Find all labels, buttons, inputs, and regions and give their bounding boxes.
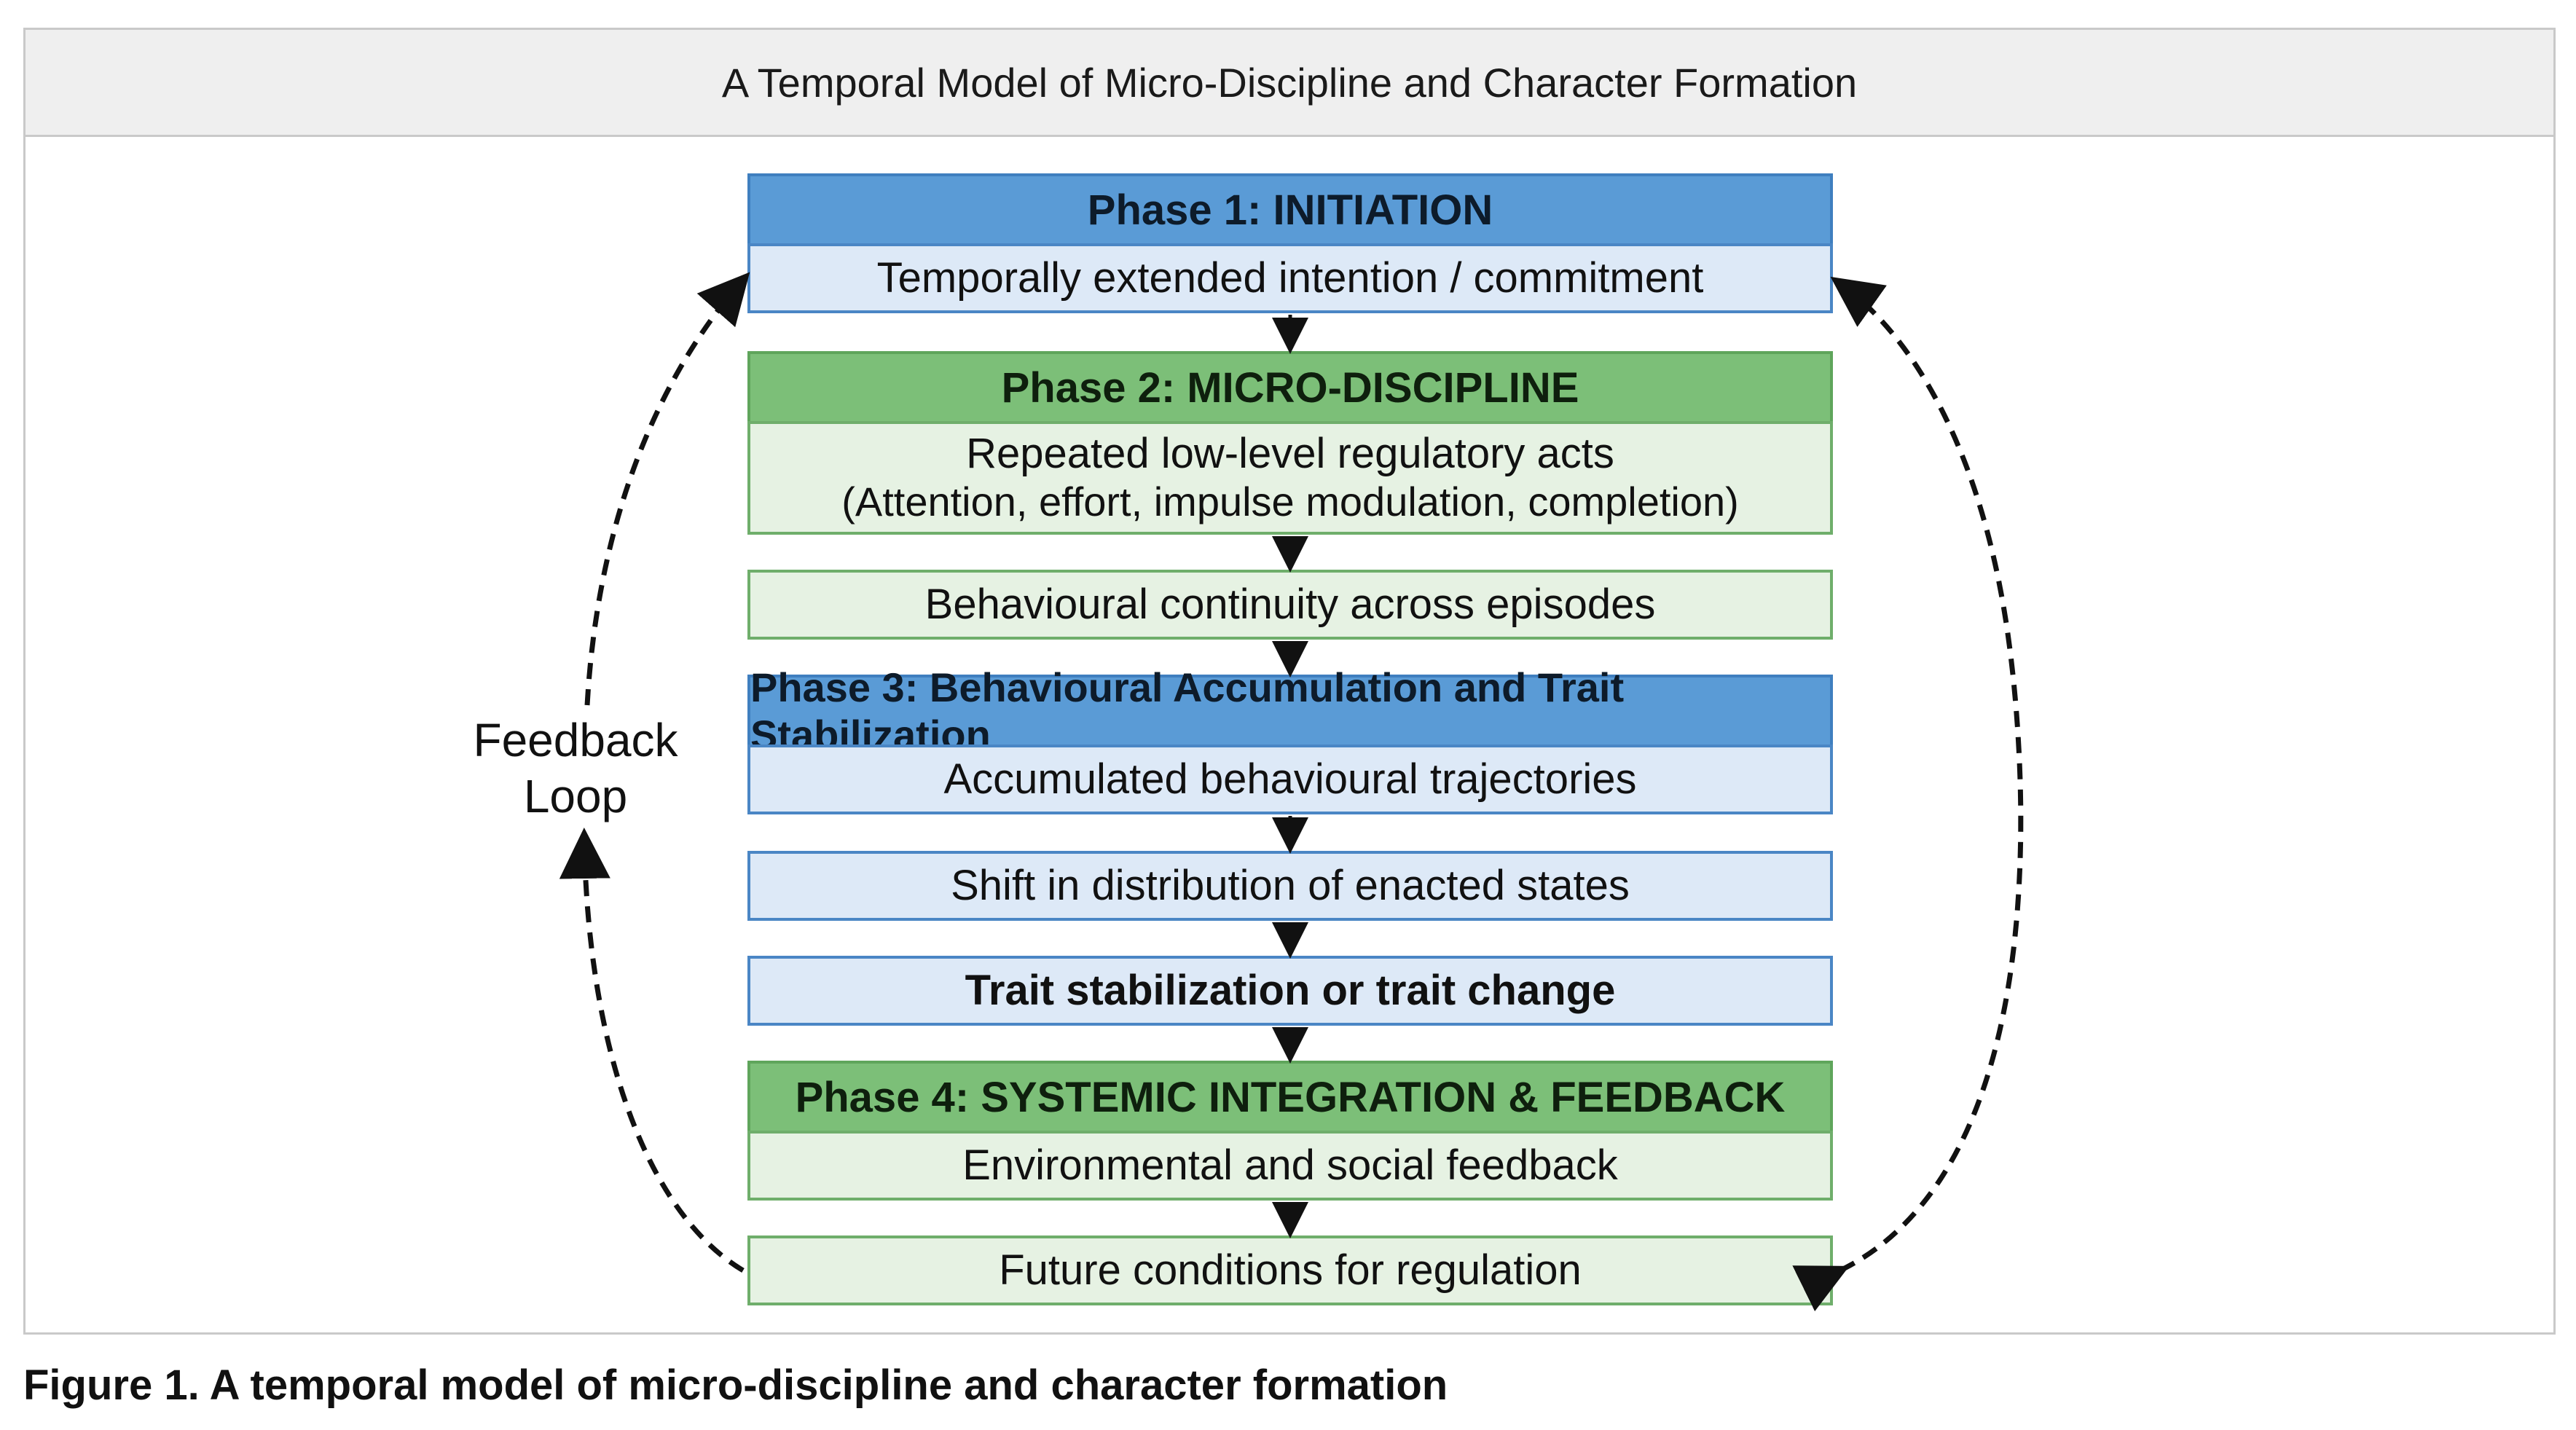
phase2-header: Phase 2: MICRO-DISCIPLINE: [747, 351, 1833, 424]
continuity-box: Behavioural continuity across episodes: [747, 570, 1833, 640]
phase2-box-line2: (Attention, effort, impulse modulation, …: [841, 479, 1739, 525]
feedback-left-lower-arrow: [559, 828, 745, 1273]
figure-caption: Figure 1. A temporal model of micro-disc…: [23, 1362, 1448, 1409]
feedback-loop-label: Feedback Loop: [430, 712, 721, 825]
phase3-box: Accumulated behavioural trajectories: [747, 745, 1833, 814]
trait-box: Trait stabilization or trait change: [747, 956, 1833, 1026]
phase1-box: Temporally extended intention / commitme…: [747, 243, 1833, 313]
phase3-box-text: Accumulated behavioural trajectories: [943, 755, 1637, 803]
feedback-left-upper-arrow: [584, 272, 750, 706]
phase2-box-line1: Repeated low-level regulatory acts: [966, 430, 1614, 478]
figure-title: A Temporal Model of Micro-Discipline and…: [25, 30, 2553, 137]
feedback-loop-line1: Feedback: [473, 714, 678, 766]
feedback-right-arrow: [1792, 276, 2024, 1312]
phase4-header: Phase 4: SYSTEMIC INTEGRATION & FEEDBACK: [747, 1061, 1833, 1134]
phase1-header: Phase 1: INITIATION: [747, 173, 1833, 246]
future-text: Future conditions for regulation: [999, 1246, 1582, 1294]
continuity-text: Behavioural continuity across episodes: [924, 580, 1656, 628]
phase2-box: Repeated low-level regulatory acts (Atte…: [747, 421, 1833, 535]
phase4-box-text: Environmental and social feedback: [962, 1141, 1618, 1189]
phase1-box-text: Temporally extended intention / commitme…: [876, 254, 1704, 302]
phase4-box: Environmental and social feedback: [747, 1131, 1833, 1201]
trait-text: Trait stabilization or trait change: [965, 966, 1616, 1014]
shift-text: Shift in distribution of enacted states: [951, 861, 1630, 909]
feedback-loop-line2: Loop: [523, 769, 628, 822]
